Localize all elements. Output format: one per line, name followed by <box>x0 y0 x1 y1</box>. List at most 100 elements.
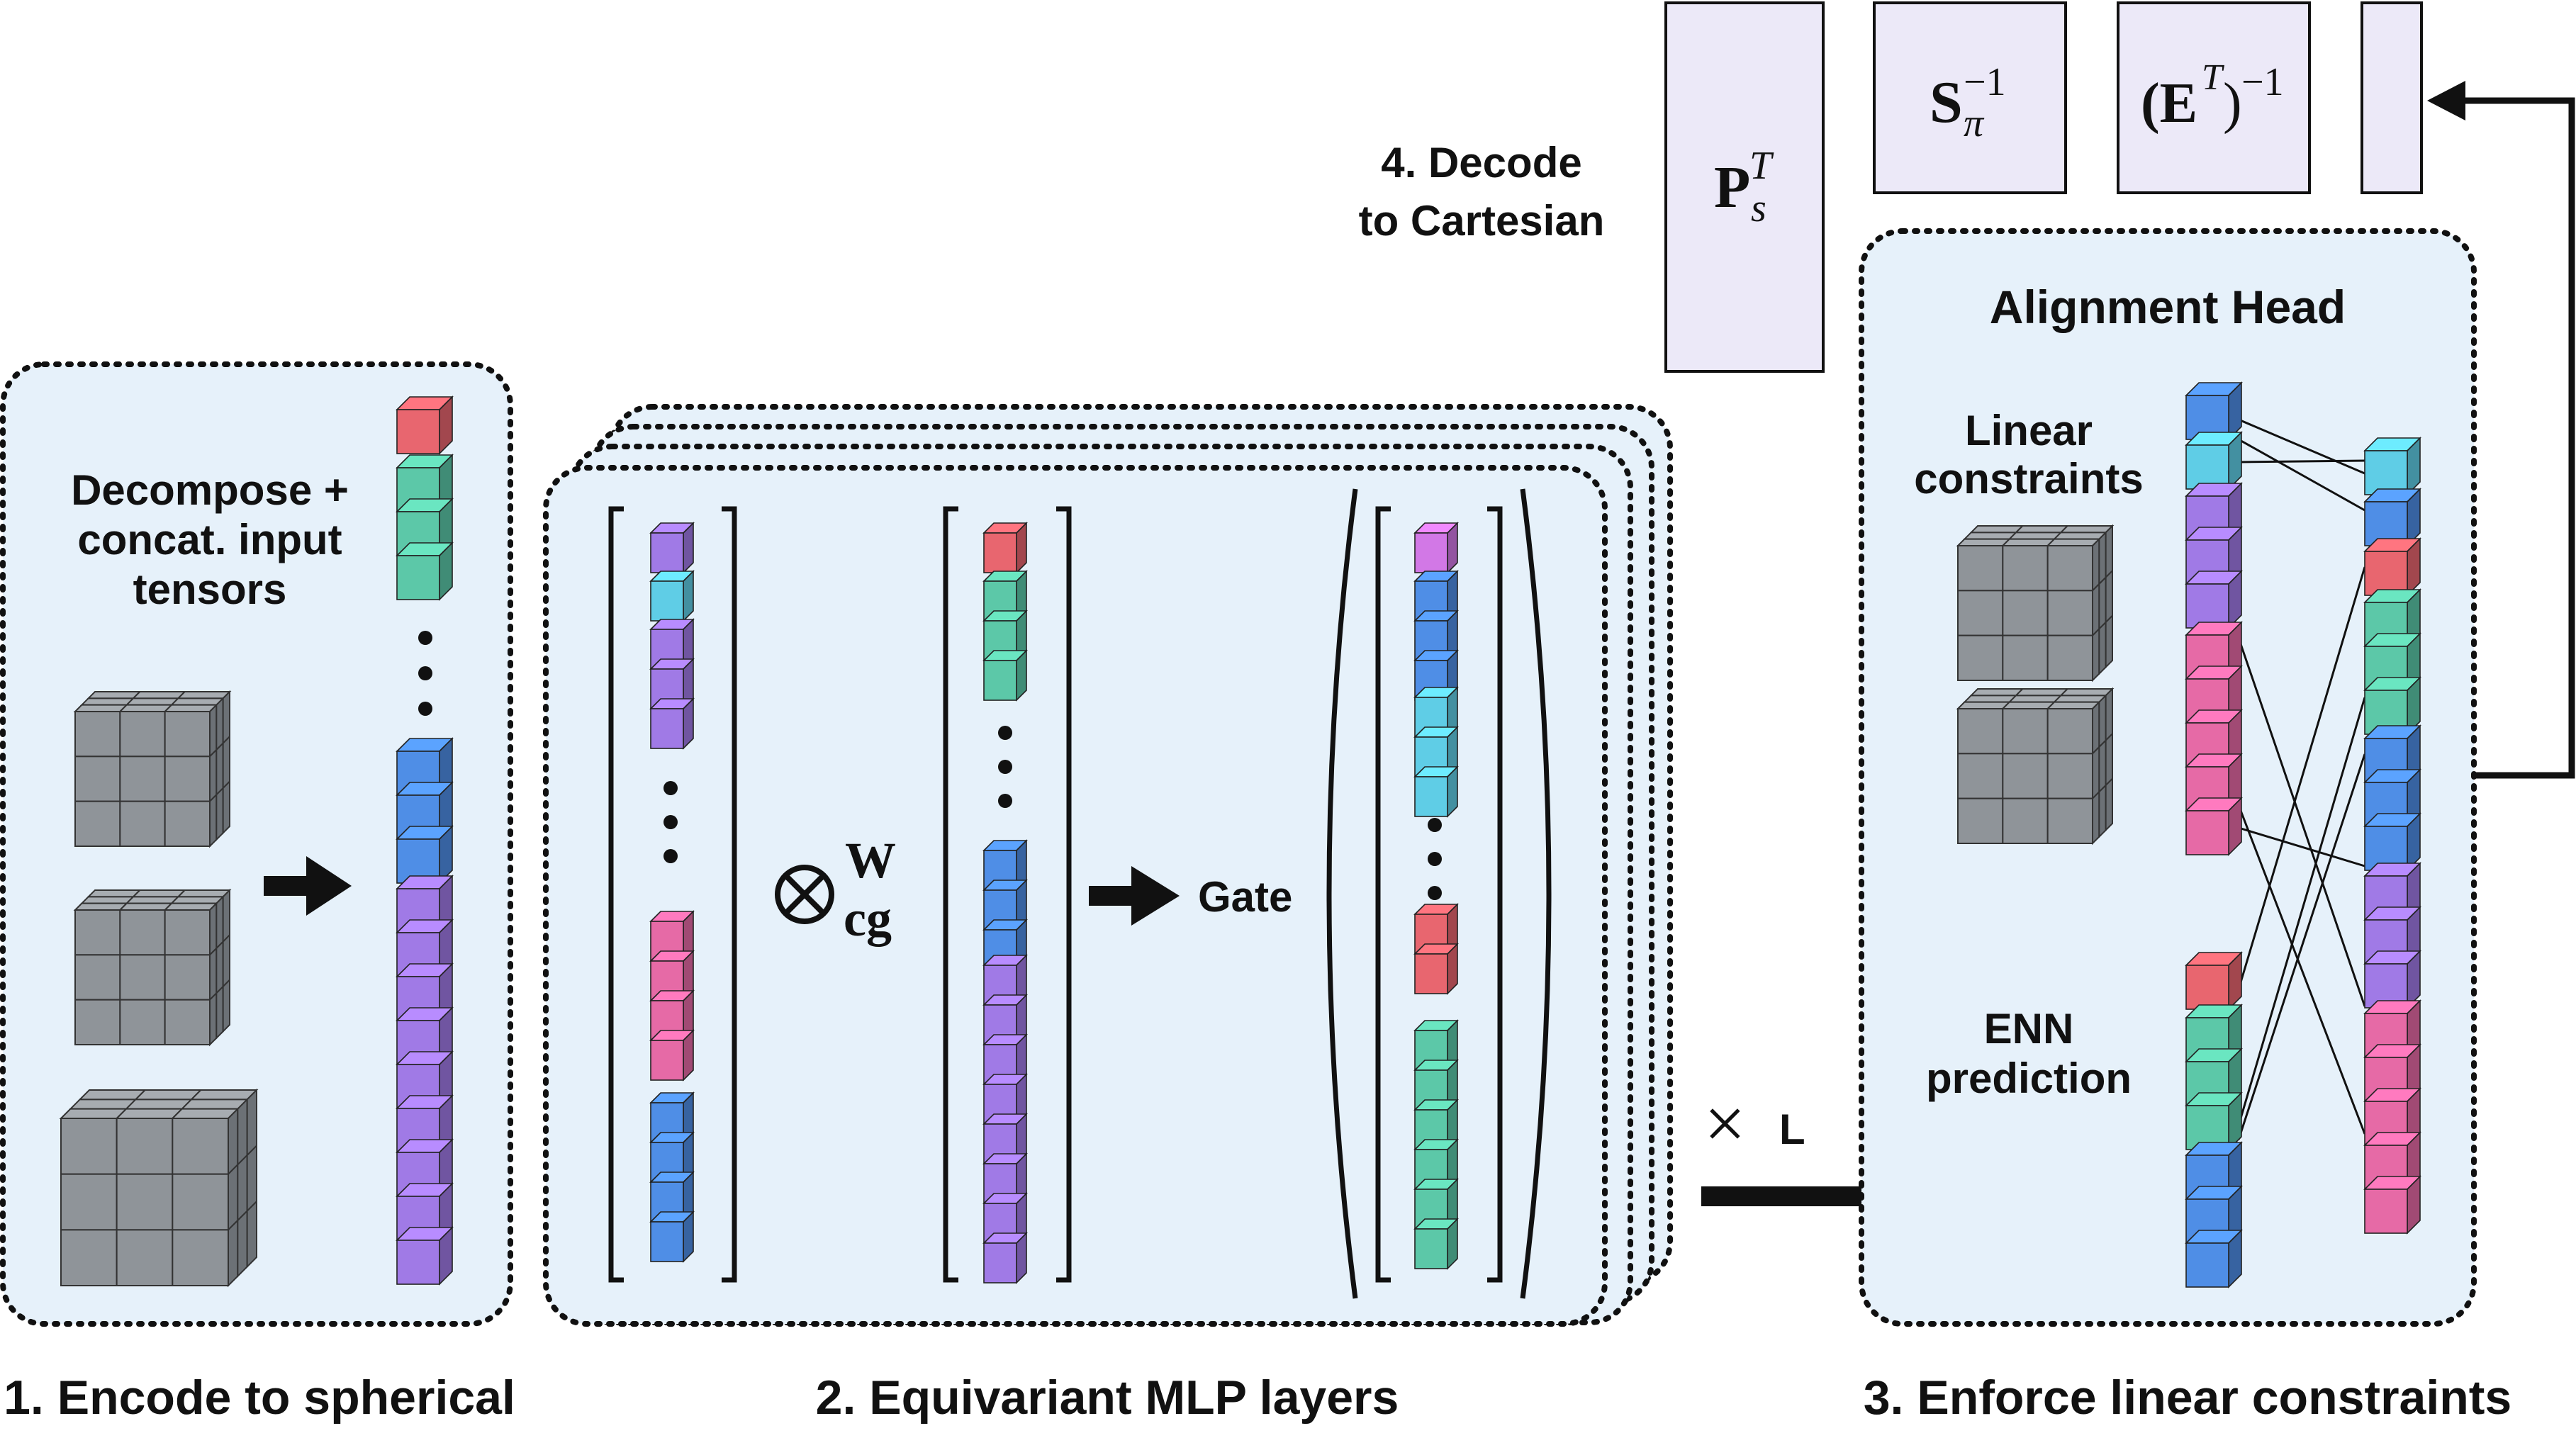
bracket-left-1 <box>608 506 624 1283</box>
purple-cell <box>982 1073 1028 1125</box>
teal-cell <box>1413 1218 1459 1270</box>
scale-matrix: S −1 π <box>1930 60 2006 145</box>
decode-box-scale <box>1873 1 2067 194</box>
connection-line <box>2238 418 2365 475</box>
feedback-arrow-icon <box>2427 81 2465 120</box>
spherical-feature-stack <box>396 395 454 1286</box>
bracket-right-3 <box>1487 506 1503 1283</box>
aligned-output-stack <box>2363 437 2421 1235</box>
red-cell <box>2363 537 2421 597</box>
repeat-count: L <box>1779 1106 1805 1153</box>
mlp-caption: 2. Equivariant MLP layers <box>816 1371 1399 1425</box>
svg-text:T: T <box>2202 57 2224 98</box>
connection-line <box>2237 637 2366 1007</box>
red-cell <box>1413 943 1459 995</box>
svg-text:−1: −1 <box>2241 60 2284 104</box>
purple-cell <box>2185 570 2243 629</box>
encode-label-line3: tensors <box>133 566 287 613</box>
svg-text:T: T <box>1749 144 1774 188</box>
red-cell <box>982 522 1028 574</box>
blue-cell <box>2185 381 2243 441</box>
connection-line <box>2238 438 2365 512</box>
tensor-product-icon <box>775 865 834 924</box>
ellipsis-dot <box>998 760 1012 774</box>
cyan-cell <box>649 570 695 622</box>
input-tensor-cubes <box>59 690 259 1288</box>
blue-cell <box>396 781 454 841</box>
purple-cell <box>982 1033 1028 1086</box>
bracket-left-2 <box>943 506 958 1283</box>
weight-symbol: W <box>845 832 896 889</box>
mlp-input-vector <box>649 522 695 1263</box>
ellipsis-dot <box>663 849 678 863</box>
ellipsis-dot <box>1428 818 1442 832</box>
basis-matrix: (E T ) −1 <box>2141 57 2284 135</box>
purple-cell <box>2363 950 2421 1009</box>
connection-line <box>2237 566 2366 990</box>
svg-text:(E: (E <box>2141 72 2197 135</box>
connection-line <box>2237 753 2366 1140</box>
tensor-cube <box>1956 524 2115 683</box>
decode-box-basis <box>2117 1 2311 194</box>
ellipsis-dot <box>663 815 678 829</box>
ellipsis-dot <box>1428 852 1442 866</box>
blue-cell <box>649 1210 695 1263</box>
decode-label-line1: 4. Decode <box>1381 139 1581 186</box>
constraint-cubes <box>1956 524 2115 846</box>
purple-cell <box>649 697 695 750</box>
purple-cell <box>396 1226 454 1286</box>
purple-cell <box>649 522 695 574</box>
teal-cell <box>1413 1178 1459 1230</box>
alignment-connections <box>2237 418 2366 1140</box>
encode-label-line2: concat. input <box>77 516 342 563</box>
tensor-cube <box>73 690 232 848</box>
enn-label-line1: ENN <box>1984 1005 2074 1052</box>
teal-cell <box>396 541 454 601</box>
bracket-right-1 <box>722 506 737 1283</box>
ellipsis-dot <box>998 794 1012 808</box>
connection-line <box>2237 697 2366 1126</box>
tensor-cube <box>1956 687 2115 846</box>
blue-cell <box>2363 812 2421 872</box>
connection-line <box>2238 459 2365 464</box>
constraint-stack <box>2185 381 2243 856</box>
connection-line <box>2237 804 2366 1135</box>
blue-cell <box>2185 1229 2243 1288</box>
weight-subscript: cg <box>844 890 892 947</box>
repeat-times: × <box>1704 1083 1746 1164</box>
teal-cell <box>982 649 1028 702</box>
connection-line <box>2238 826 2365 867</box>
gate-label: Gate <box>1198 873 1292 921</box>
encode-panel <box>0 361 513 1327</box>
ellipsis-dot <box>418 631 432 645</box>
mlp-ellipsis <box>663 726 1442 900</box>
decode-box-projection <box>1664 1 1825 373</box>
encode-label-line1: Decompose + <box>71 466 349 514</box>
ellipsis-dot <box>998 726 1012 740</box>
enn-label-line2: prediction <box>1926 1055 2132 1102</box>
teal-cell <box>2185 1091 2243 1151</box>
pink-cell <box>2185 797 2243 856</box>
cyan-cell <box>2185 431 2243 490</box>
pink-cell <box>2363 1175 2421 1235</box>
mlp-panel <box>543 465 1608 1327</box>
ellipsis-dot <box>418 666 432 680</box>
enn-prediction-stack <box>2185 951 2243 1288</box>
cyan-cell <box>1413 686 1459 738</box>
red-cell <box>396 395 454 455</box>
alignment-caption: 3. Enforce linear constraints <box>1864 1371 2512 1425</box>
stack-ellipsis <box>418 631 432 716</box>
paren-right <box>1520 488 1552 1299</box>
gate-arrow-icon <box>1089 866 1180 926</box>
purple-cell <box>982 1232 1028 1284</box>
svg-text:): ) <box>2223 72 2242 135</box>
tensor-cube <box>73 888 232 1047</box>
teal-cell <box>1413 1138 1459 1191</box>
bracket-left-3 <box>1375 506 1391 1283</box>
cyan-cell <box>1413 765 1459 818</box>
blue-cell <box>396 825 454 884</box>
cyan-cell <box>2363 437 2421 496</box>
ellipsis-dot <box>418 702 432 716</box>
blue-cell <box>2363 724 2421 784</box>
svg-text:S: S <box>1930 69 1963 135</box>
